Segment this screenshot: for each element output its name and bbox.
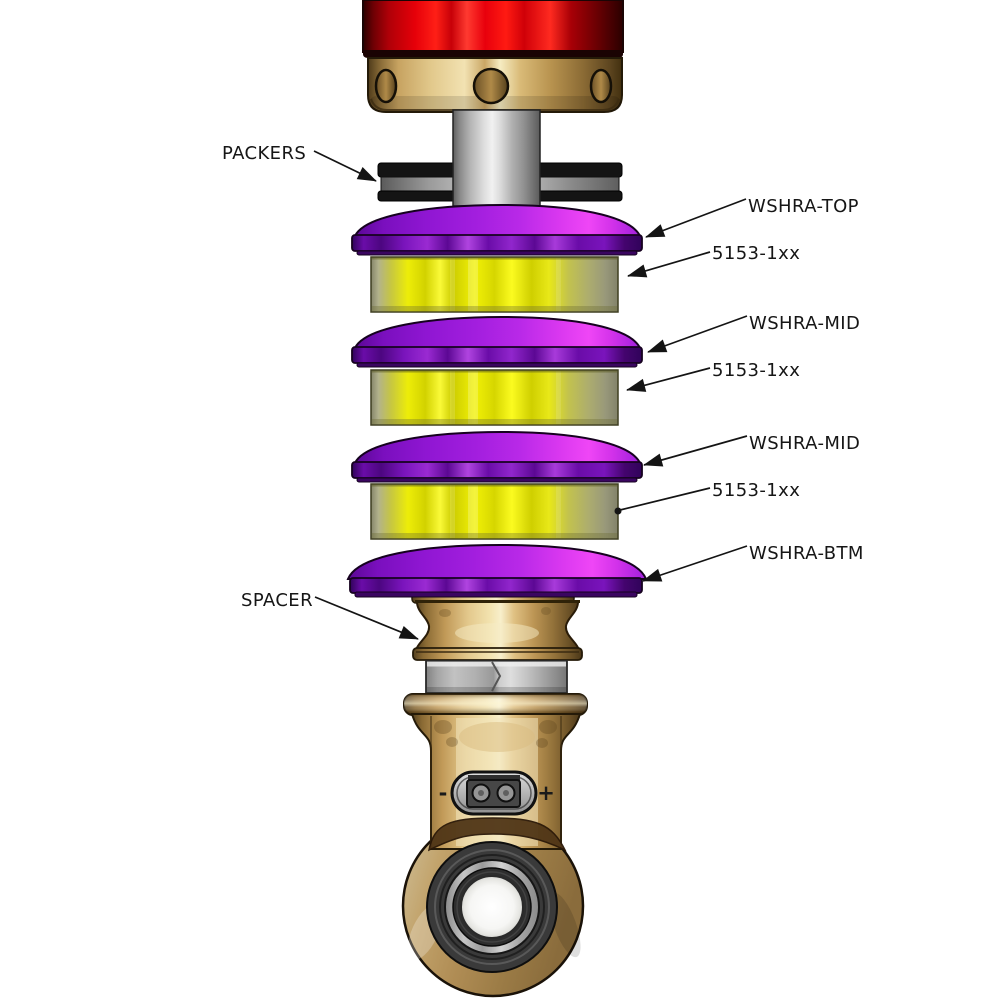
callout-wshra-top-label: WSHRA-TOP: [748, 196, 859, 217]
cap-hole-right: [589, 68, 613, 104]
eyelet-bearing: [426, 841, 558, 973]
rebound-adjuster: - +: [439, 770, 555, 816]
hex-nut-facet-edge: [491, 661, 502, 692]
leader-wshra-mid-1: [647, 315, 748, 353]
clevis-mottle-2: [446, 737, 458, 747]
leader-wshra-top: [645, 198, 747, 238]
leader-wshra-mid-2: [643, 435, 748, 467]
adjuster-plus-label: +: [537, 781, 555, 805]
leader-wshra-btm: [642, 545, 748, 582]
clevis-reflection: [459, 722, 535, 752]
leader-bumper-3-dot: [614, 507, 622, 515]
shock-body-bottom-edge: [363, 50, 623, 58]
adjuster-knurl: [468, 775, 520, 782]
bearing-texture-ring-2: [439, 854, 545, 960]
spacer-mottle-1: [439, 609, 451, 617]
spacer-mottle-2: [541, 607, 551, 615]
clevis-mottle-4: [536, 738, 548, 748]
adjuster-minus-label: -: [439, 781, 448, 805]
callout-packers-label: PACKERS: [222, 143, 306, 164]
spacer-top-line: [415, 600, 580, 603]
washer-wshra-btm: [346, 543, 648, 598]
callout-wshra-mid-1-label: WSHRA-MID: [749, 313, 860, 334]
spacer-highlight: [455, 623, 539, 643]
bearing-cap: [367, 57, 623, 113]
leader-bumper-2: [626, 367, 711, 392]
hex-nut-bottom-shade: [427, 687, 566, 692]
callout-wshra-mid-2-label: WSHRA-MID: [749, 433, 860, 454]
leader-packers: [313, 150, 377, 182]
bump-rubber-3: [370, 483, 619, 540]
bump-rubber-2: [370, 369, 619, 426]
hex-nut-chamfer: [427, 661, 566, 667]
washer-btm-lip: [354, 591, 638, 598]
spacer-bottom-rim: [412, 647, 583, 661]
callout-labels: PACKERS WSHRA-TOP 5153-1xx WSHRA-MID 515…: [222, 143, 864, 611]
callout-bumper-1-label: 5153-1xx: [712, 243, 800, 264]
washer-btm-dome: [346, 543, 648, 580]
shock-body-red: [362, 0, 624, 53]
callout-bumper-2-label: 5153-1xx: [712, 360, 800, 381]
leader-bumper-1: [627, 251, 711, 278]
leader-spacer: [314, 596, 419, 640]
spacer-part: [412, 600, 583, 661]
leader-bumper-3: [619, 487, 711, 511]
callout-spacer-label: SPACER: [241, 590, 313, 611]
adjuster-screw-left-dot: [478, 790, 484, 796]
bearing-bore: [460, 875, 524, 939]
hex-nut: [425, 660, 568, 694]
clevis-mottle-1: [434, 720, 452, 734]
callout-wshra-btm-label: WSHRA-BTM: [749, 543, 864, 564]
flange-shine: [404, 694, 587, 715]
leader-lines: [313, 150, 748, 640]
washer-btm-rim: [349, 577, 643, 594]
adjuster-screw-right-dot: [503, 790, 509, 796]
bearing-texture-ring-3: [456, 871, 528, 943]
clevis-flange: [403, 693, 588, 716]
clevis-eye-collar: [427, 817, 567, 852]
piston-shaft: [452, 109, 541, 207]
bump-rubber-1: [370, 256, 619, 313]
clevis-mottle-3: [539, 720, 557, 734]
bearing-texture-ring-1: [434, 849, 550, 965]
cap-hole-left: [374, 68, 398, 104]
shock-body: [362, 0, 624, 58]
cap-hole-center: [472, 67, 510, 105]
callout-bumper-3-label: 5153-1xx: [712, 480, 800, 501]
